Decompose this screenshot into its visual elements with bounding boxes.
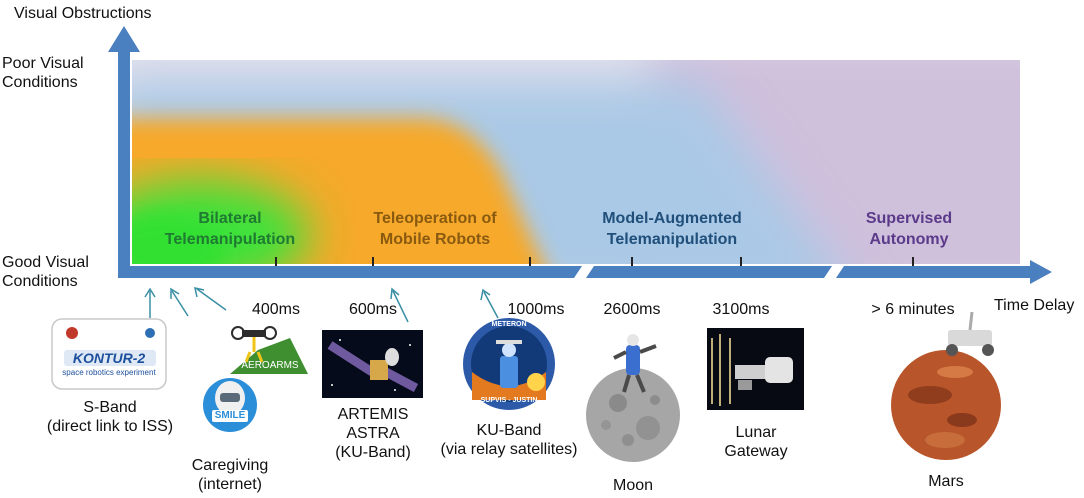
x-axis-title: Time Delay (994, 297, 1075, 314)
caption-caregiving: Caregiving (internet) (170, 456, 290, 494)
meteron-logo (463, 318, 555, 410)
zone-teleoperation-mobile-robots: Teleoperation of Mobile Robots (352, 208, 518, 250)
aeroarms-logo (230, 326, 308, 374)
y-axis (108, 26, 140, 278)
kontur-logo (51, 318, 167, 390)
moon-image (586, 334, 680, 462)
mars-image (891, 311, 1001, 460)
caption-ku-band: KU-Band (via relay satellites) (428, 421, 590, 459)
caption-line: Lunar (735, 424, 777, 441)
caption-line: ASTRA (346, 425, 400, 442)
tick-label-400ms: 400ms (251, 301, 301, 318)
caption-line: (direct link to ISS) (46, 418, 174, 435)
smile-logo (203, 378, 257, 432)
zone-title-line: Telemanipulation (164, 231, 296, 248)
zone-title-line: Supervised (865, 210, 953, 227)
caption-line: S-Band (83, 399, 137, 416)
aeroarms-logo-text: AEROARMS (241, 360, 299, 371)
kontur-logo-title: KONTUR-2 (72, 350, 146, 366)
y-axis-bottom-label: Good Visual Conditions (2, 254, 89, 290)
meteron-logo-bottom-text: SUPVIS - JUSTIN (480, 397, 538, 404)
smile-logo-text: SMILE (214, 410, 246, 421)
caption-line: (KU-Band) (335, 444, 411, 461)
caption-moon: Moon (612, 477, 654, 494)
tick-label-2600ms: 2600ms (603, 301, 661, 318)
caption-s-band: S-Band (direct link to ISS) (32, 398, 188, 436)
tick-marks (275, 257, 914, 266)
tick-label-600ms: 600ms (348, 301, 398, 318)
zone-title-line: Bilateral (198, 210, 262, 227)
caption-lunar-gateway: Lunar Gateway (706, 423, 806, 461)
zone-title-line: Mobile Robots (379, 231, 491, 248)
zone-title-line: Telemanipulation (606, 231, 738, 248)
caption-line: ARTEMIS (337, 406, 409, 423)
tick-label-1000ms: 1000ms (507, 301, 565, 318)
tick-label-3100ms: 3100ms (712, 301, 770, 318)
caption-line: Gateway (724, 443, 788, 460)
y-axis-title: Visual Obstructions (14, 5, 152, 22)
caption-artemis-astra: ARTEMIS ASTRA (KU-Band) (322, 405, 424, 462)
zone-title-line: Model-Augmented (602, 210, 742, 227)
meteron-logo-top-text: METERON (491, 321, 527, 328)
caption-line: KU-Band (476, 422, 542, 439)
pointer-arrows (144, 287, 499, 323)
caption-mars: Mars (928, 473, 964, 490)
lunar-gateway-image (707, 328, 804, 410)
zone-supervised-autonomy: Supervised Autonomy (836, 208, 982, 250)
artemis-satellite-image (322, 330, 423, 398)
x-axis (118, 260, 1052, 284)
zone-title-line: Autonomy (869, 231, 949, 248)
visual-condition-field (132, 60, 1020, 264)
zone-bilateral-telemanipulation: Bilateral Telemanipulation (150, 208, 310, 250)
zone-model-augmented-telemanipulation: Model-Augmented Telemanipulation (582, 208, 762, 250)
zone-title-line: Teleoperation of (373, 210, 497, 227)
tick-label-6-minutes: > 6 minutes (871, 301, 955, 318)
caption-line: (via relay satellites) (440, 441, 578, 458)
y-axis-top-label: Poor Visual Conditions (2, 55, 84, 91)
caption-line: Caregiving (191, 457, 269, 474)
kontur-logo-subtitle: space robotics experiment (62, 368, 156, 377)
caption-line: (internet) (197, 476, 263, 493)
